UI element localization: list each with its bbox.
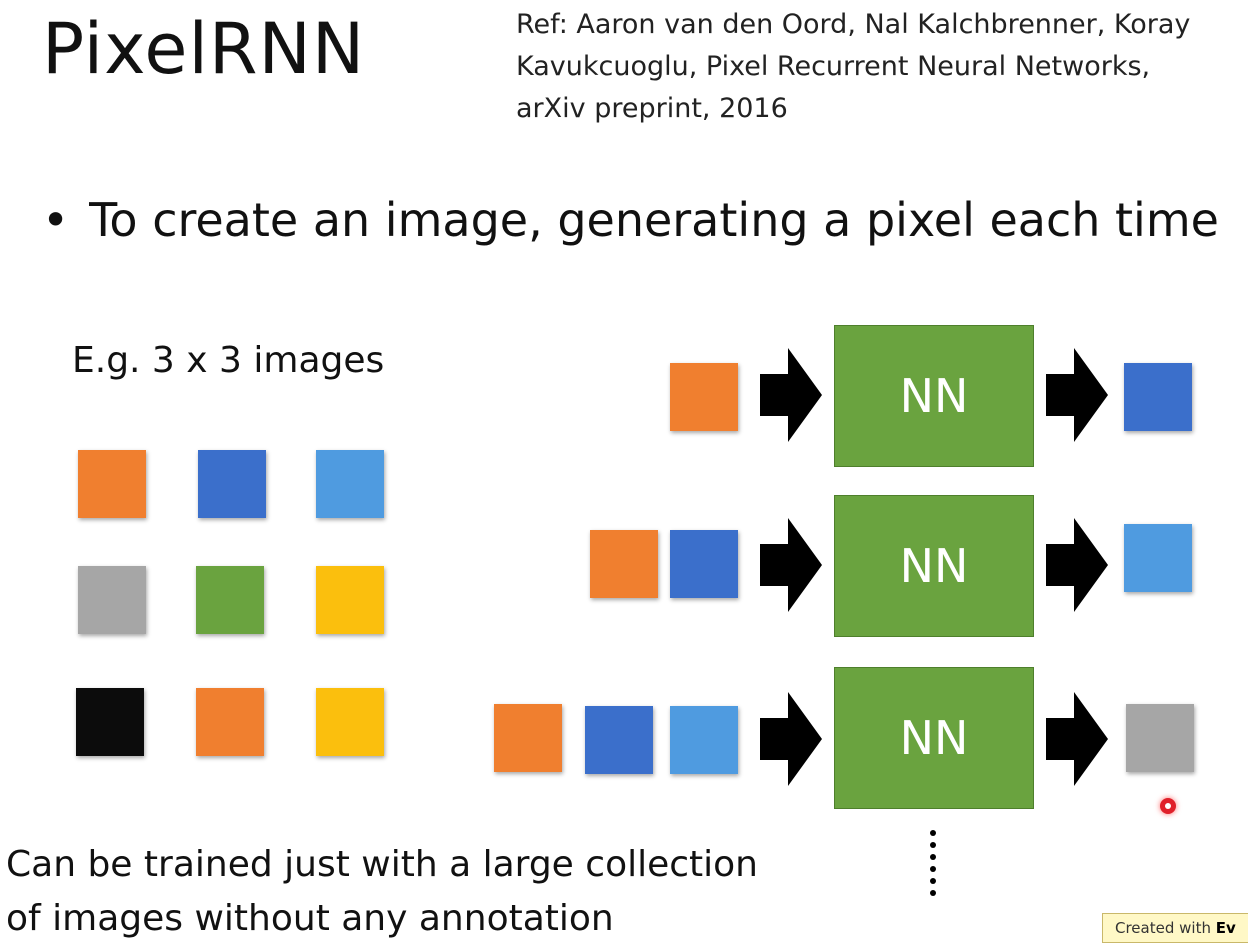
grid-pixel-r1c1 — [78, 450, 146, 518]
nn-row2-output — [1124, 524, 1192, 592]
bullet-icon: • — [42, 193, 70, 247]
grid-pixel-r3c2 — [196, 688, 264, 756]
reference-citation: Ref: Aaron van den Oord, Nal Kalchbrenne… — [516, 9, 1191, 124]
watermark-brand: Ev — [1215, 919, 1236, 937]
watermark-badge: Created with Ev — [1102, 913, 1248, 943]
bullet-text: To create an image, generating a pixel e… — [89, 193, 1219, 247]
grid-pixel-r3c1 — [76, 688, 144, 756]
arrow-right-icon — [1046, 518, 1108, 612]
nn-block-3: NN — [834, 667, 1034, 809]
grid-pixel-r1c2 — [198, 450, 266, 518]
arrow-right-icon — [1046, 348, 1108, 442]
pointer-cursor-icon — [1160, 798, 1176, 814]
bullet-point: • To create an image, generating a pixel … — [42, 190, 1219, 250]
grid-pixel-r2c3 — [316, 566, 384, 634]
slide-title: PixelRNN — [42, 8, 366, 90]
nn-label: NN — [899, 539, 969, 593]
nn-row1-input-1 — [670, 363, 738, 431]
grid-pixel-r1c3 — [316, 450, 384, 518]
grid-pixel-r3c3 — [316, 688, 384, 756]
nn-row3-output — [1126, 704, 1194, 772]
arrow-right-icon — [1046, 692, 1108, 786]
arrow-right-icon — [760, 348, 822, 442]
bottom-note: Can be trained just with a large collect… — [6, 844, 758, 939]
nn-row1-output — [1124, 363, 1192, 431]
nn-label: NN — [899, 711, 969, 765]
nn-row3-input-1 — [494, 704, 562, 772]
example-label: E.g. 3 x 3 images — [72, 340, 385, 381]
nn-block-1: NN — [834, 325, 1034, 467]
nn-row3-input-2 — [585, 706, 653, 774]
nn-block-2: NN — [834, 495, 1034, 637]
watermark-prefix: Created with — [1115, 919, 1216, 937]
nn-row2-input-1 — [590, 530, 658, 598]
nn-label: NN — [899, 369, 969, 423]
grid-pixel-r2c1 — [78, 566, 146, 634]
grid-pixel-r2c2 — [196, 566, 264, 634]
arrow-right-icon — [760, 518, 822, 612]
arrow-right-icon — [760, 692, 822, 786]
nn-row3-input-3 — [670, 706, 738, 774]
continuation-ellipsis-icon — [930, 830, 936, 902]
nn-row2-input-2 — [670, 530, 738, 598]
